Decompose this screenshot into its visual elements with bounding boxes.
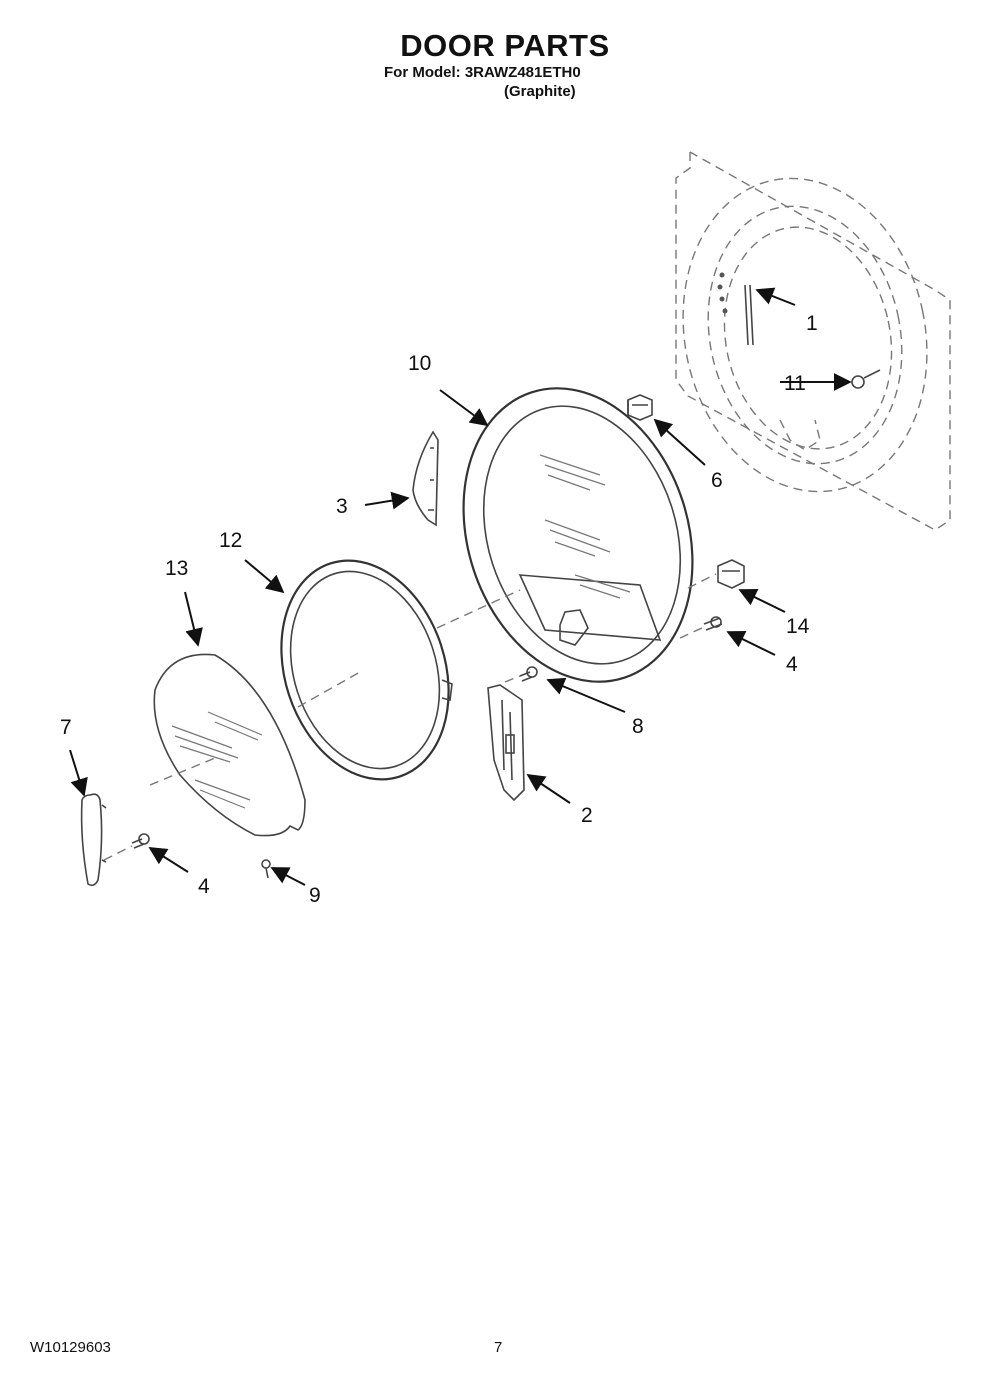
cabinet-front-panel: [675, 151, 951, 531]
callout-11: 11: [784, 372, 806, 395]
part-4-screw-left: [131, 833, 150, 849]
callout-6: 6: [711, 469, 723, 492]
callout-7: 7: [60, 716, 72, 739]
callout-4-left: 4: [198, 875, 210, 898]
part-10-outer-door: [462, 387, 694, 683]
color-note: (Graphite): [504, 83, 576, 100]
document-number: W10129603: [30, 1339, 111, 1356]
model-number: For Model: 3RAWZ481ETH0: [384, 64, 581, 81]
callout-2: 2: [581, 804, 593, 827]
part-8-screw: [519, 666, 538, 682]
part-4-screw-right: [703, 616, 723, 631]
part-11-screw: [851, 369, 881, 389]
leader-arrows: [69, 287, 852, 886]
assembly-lines: [103, 573, 717, 861]
part-2-hinge: [487, 684, 525, 802]
part-3-hinge-cover: [412, 430, 439, 527]
part-7-handle-cover: [80, 793, 107, 887]
part-6-hinge-block: [627, 394, 653, 421]
callout-9: 9: [309, 884, 321, 907]
callout-10: 10: [408, 352, 431, 375]
callout-8: 8: [632, 715, 644, 738]
part-14-hinge-block: [717, 559, 745, 589]
callout-14: 14: [786, 615, 810, 638]
part-13-glass-window: [153, 653, 306, 837]
callout-4-right: 4: [786, 653, 798, 676]
callout-3: 3: [336, 495, 348, 518]
callout-12: 12: [219, 529, 242, 552]
callout-13: 13: [165, 557, 188, 580]
callout-1: 1: [806, 312, 818, 335]
page-number: 7: [494, 1339, 503, 1356]
page-title: DOOR PARTS: [400, 28, 610, 63]
part-12-inner-ring: [280, 559, 453, 781]
part-9-screw: [261, 859, 271, 879]
callout-labels: 1 2 3 4 4 6 7 8 9 10 11 12 13 14: [60, 312, 818, 907]
part-1-strike: [717, 272, 754, 346]
